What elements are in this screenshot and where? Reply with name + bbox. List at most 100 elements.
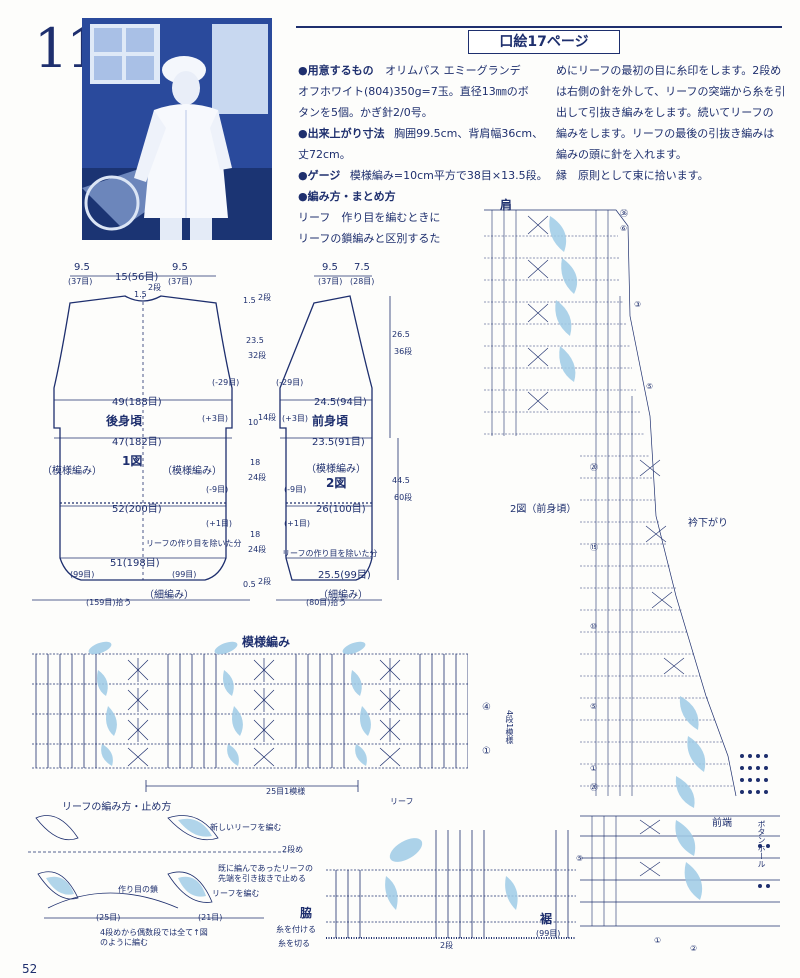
vdim-23-5: 23.5 [246,336,264,345]
leaf-knit-label: リーフを編む [212,889,260,898]
back-width-51: 51(198目) [110,558,160,569]
col2-text-6: 縁 原則として束に拾います。 [556,169,709,182]
leaf-note: 既に編んであったリーフの先端を引き抜きで止める [218,864,314,883]
stitch-chart-leaf: リーフ [390,797,414,806]
materials-text-2: オフホワイト(804)350g=7玉。直径13㎜のボ [298,85,529,98]
leaf-right-count: (21目) [198,913,223,922]
hem-side-label: 脇 [300,906,313,920]
front-top-left-cm: 9.5 [322,262,338,273]
back-bottom-right: (99目) [172,570,197,579]
front-width-245: 24.5(94目) [314,397,367,408]
vdim-36-rows: 36段 [394,347,413,356]
row-mark-36: ㊱ [620,209,628,218]
leaf-method-title: リーフの編み方・止め方 [62,802,172,813]
stitch-repeat-rows: 4段1模様 [505,710,514,745]
row-mark-20b: ⑳ [590,783,598,792]
front-edge-label: （細編み） [318,590,368,601]
front-pattern: （模様編み） [306,464,366,475]
front-body-title: 前身頃 [312,414,349,428]
front-chart-fig: 2図（前身頃） [510,504,577,515]
row-mark-2: ② [690,944,698,953]
stitch-row-4: ④ [482,702,491,713]
front-chart-shoulder: 肩 [500,198,513,212]
col2-text-5: 編みの頭に針を入れます。 [556,148,687,161]
front-chart-front-edge: 前端 [712,818,732,829]
leaf-row-2: 2段め [282,845,304,854]
hem-label: 裾 [540,912,553,926]
hem-count: (99目) [536,929,561,938]
row-mark-1a: ① [590,764,598,773]
back-top-left-st: (37目) [68,277,93,286]
back-width-47: 47(182目) [112,437,162,448]
vdim-60-rows: 60段 [394,493,413,502]
hem-note-2: 糸を切る [278,939,310,948]
col2-text-3: 出して引抜き編みをします。続いてリーフの [556,106,774,119]
method-text-2: リーフの鎖編みと区別するた [298,232,441,245]
stitch-pattern-chart [32,641,468,792]
vdim-1-5: 1.5 [243,296,256,305]
back-inc-3: (+3目) [202,414,229,423]
vdim-24-rows-a: 24段 [248,473,267,482]
back-bottom-left: (99目) [70,570,95,579]
leaf-new-label: 新しいリーフを編む [210,823,282,832]
gauge-heading: ●ゲージ [298,169,341,182]
stitch-row-1: ① [482,746,491,757]
back-top-right-cm: 9.5 [172,262,188,273]
row-mark-10: ⑩ [590,622,598,631]
front-inc-3: (+3目) [282,414,309,423]
method-text-1: リーフ 作り目を編むときに [298,211,441,224]
back-top-left-cm: 9.5 [74,262,90,273]
front-bottom-total: (80目)拾う [306,598,347,607]
model-photo [82,18,272,240]
front-inc-1: (+1目) [284,519,311,528]
row-mark-20a: ⑳ [590,463,598,472]
front-width-235: 23.5(91目) [312,437,365,448]
front-top-right-cm: 7.5 [354,262,370,273]
back-leaf-note: リーフの作り目を除いた分 [146,539,242,548]
back-fig-label: 1図 [122,454,143,468]
stitch-chart-title: 模様編み [242,635,291,649]
row-mark-1b: ① [654,936,662,945]
gauge-text: 模様編み=10cm平方で38目×13.5段。 [349,169,548,182]
vdim-18-b: 18 [250,530,261,539]
hem-chart [326,830,576,939]
size-text-1: 胸囲99.5cm、背肩幅36cm、 [394,127,544,140]
leaf-chain-label: 作り目の鎖 [118,885,158,894]
back-pattern-left: （模様編み） [42,466,102,477]
back-dec-29: (-29目) [212,378,240,387]
vdim-18-a: 18 [250,458,261,467]
vdim-10: 10 [248,418,259,427]
vdim-24-rows-b: 24段 [248,545,267,554]
back-neck-depth: 1.5 [134,290,147,299]
row-mark-3: ③ [634,300,642,309]
title-rule [296,26,782,48]
front-body-chart [484,209,780,927]
back-neck-width: 15(56目) [115,272,159,283]
vdim-26-5: 26.5 [392,330,410,339]
materials-heading: ●用意するもの [298,64,374,77]
back-body-schematic [32,275,250,601]
size-line-1: ●出来上がり寸法 胸囲99.5cm、背肩幅36cm、 [298,123,543,144]
front-width-255: 25.5(99目) [318,570,371,581]
row-mark-5b: ⑤ [590,702,598,711]
vdim-2-rows-b: 2段 [258,577,272,586]
vdim-44-5: 44.5 [392,476,410,485]
back-inc-1: (+1目) [206,519,233,528]
back-top-right-st: (37目) [168,277,193,286]
size-text-2: 丈72cm。 [298,148,351,161]
page-number: 52 [22,962,38,976]
front-chart-neckline: 衿下がり [688,518,728,529]
col2-text-1: めにリーフの最初の目に糸印をします。2段め [556,64,782,77]
row-mark-15: ⑮ [590,543,598,552]
back-width-52: 52(200目) [112,504,162,515]
page-reference: 口絵17ページ [468,30,620,54]
vdim-0-5: 0.5 [243,580,256,589]
front-width-26: 26(100目) [316,504,366,515]
front-chart-buttonhole: ボタンホール [757,820,766,868]
vdim-32-rows: 32段 [248,351,267,360]
materials-text-1: オリムパス エミーグランデ [385,64,521,77]
back-body-title: 後身頃 [106,414,143,428]
back-width-49: 49(188目) [112,397,162,408]
row-mark-5a: ⑤ [646,382,654,391]
materials-line-1: ●用意するもの オリムパス エミーグランデ [298,60,521,81]
